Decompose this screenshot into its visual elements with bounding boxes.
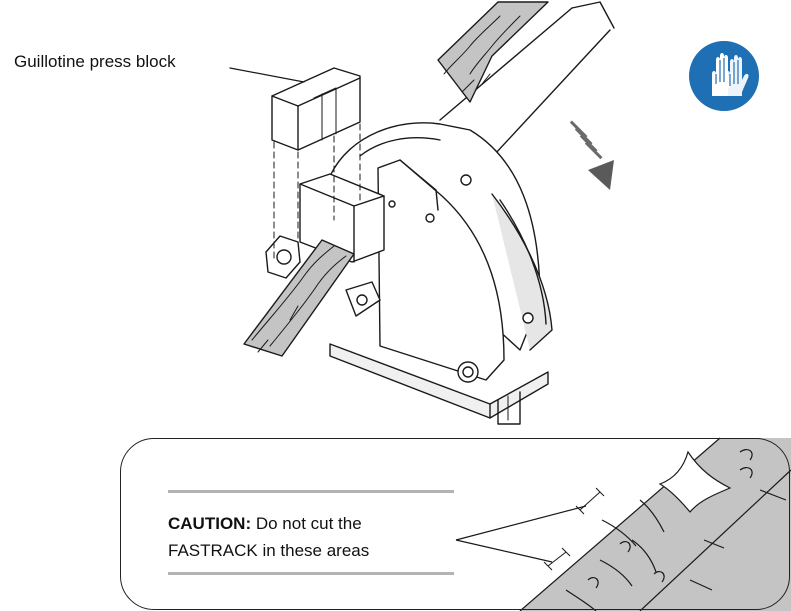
fastrack-strip-top (437, 1, 549, 103)
gloves-icon (689, 41, 759, 111)
alignment-lines (273, 123, 361, 263)
fastrack-detail (455, 437, 791, 611)
arrow-down-right-icon (569, 120, 614, 190)
caution-line-2: FASTRACK in these areas (168, 541, 370, 560)
caution-heading: CAUTION: (168, 514, 252, 533)
guillotine-body (329, 122, 553, 383)
press-block-leader (229, 67, 305, 83)
caution-callout (120, 438, 790, 610)
press-block (271, 67, 361, 151)
caution-rule-bottom (168, 572, 454, 575)
caution-line-1: Do not cut the (255, 514, 362, 533)
fastrack-strip-bottom (243, 239, 355, 357)
press-block-label: Guillotine press block (14, 52, 176, 71)
caution-rule-top (168, 490, 454, 493)
guillotine-base (329, 343, 549, 425)
caution-text: CAUTION: Do not cut the FASTRACK in thes… (168, 510, 468, 564)
guillotine-handle (439, 1, 615, 169)
